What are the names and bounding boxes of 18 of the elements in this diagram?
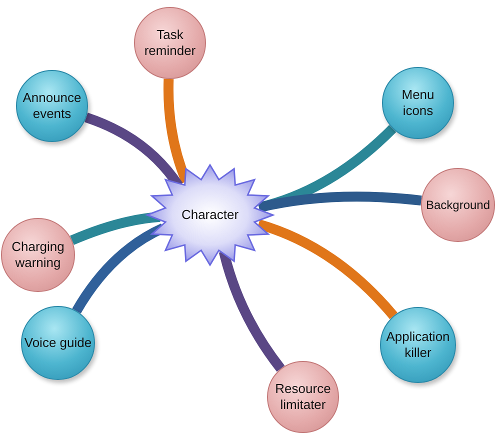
node-label: Application killer (385, 329, 451, 361)
node-label: Resource limitater (274, 381, 332, 413)
node-label: Menu icons (400, 87, 436, 119)
connector-ribbon (257, 219, 398, 320)
node-label: Charging warning (10, 239, 66, 271)
topic-circle (380, 307, 456, 383)
topic-circle (382, 67, 454, 139)
connector-ribbon (70, 212, 160, 245)
topic-circle (21, 306, 95, 380)
node-label: Voice guide (24, 335, 92, 351)
topic-circle (16, 70, 88, 142)
node-label: Character (181, 207, 239, 223)
connector-ribbon (258, 192, 422, 212)
node-label: Task reminder (143, 27, 197, 59)
node-label: Background (426, 197, 490, 213)
node-label: Announce events (22, 90, 82, 122)
starburst-shape (145, 163, 275, 267)
connector-ribbon (218, 250, 285, 372)
